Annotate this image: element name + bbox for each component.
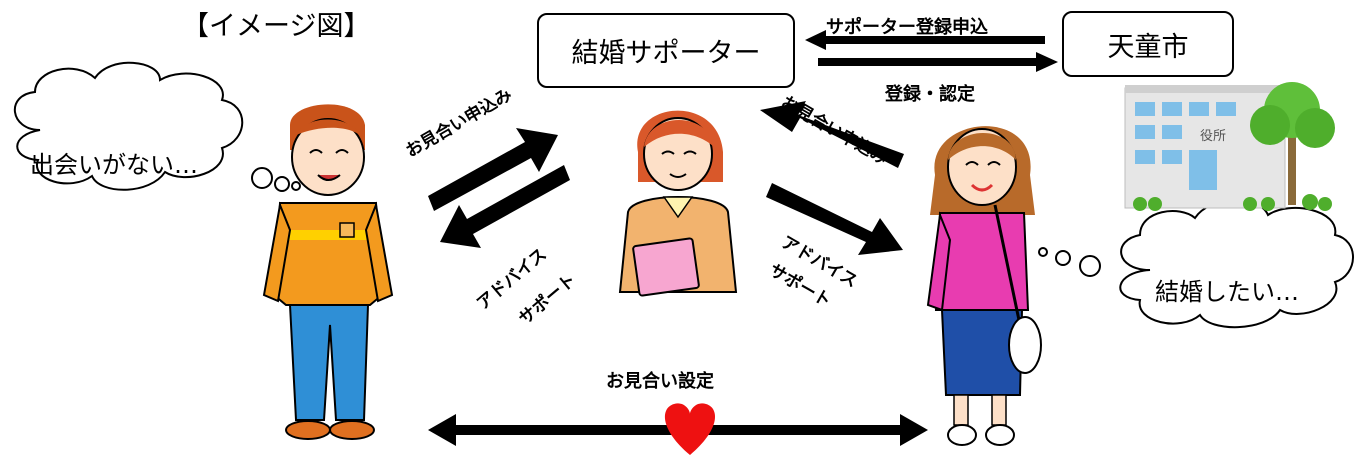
meeting-label: お見合い設定 — [606, 371, 714, 392]
heart-icon — [664, 403, 716, 455]
supporter-illustration — [618, 110, 738, 297]
application-arrow-label: サポーター登録申込 — [826, 17, 988, 38]
city-office-illustration: 役所 — [1124, 82, 1335, 211]
application-arrow — [805, 30, 1045, 50]
city-box-label: 天童市 — [1107, 31, 1189, 63]
woman-illustration — [926, 126, 1042, 446]
right-apply-arrow — [760, 101, 904, 168]
man-illustration — [262, 104, 394, 440]
certification-arrow-label: 登録・認定 — [885, 84, 975, 105]
woman-thought-text: 結婚したい… — [1155, 278, 1299, 306]
supporter-box-label: 結婚サポーター — [571, 38, 761, 69]
supporter-box: 結婚サポーター — [537, 13, 795, 88]
left-apply-arrow — [428, 128, 558, 211]
man-thought-text: 出会いがない… — [30, 151, 198, 179]
left-advice-arrow — [440, 165, 570, 248]
building-sign: 役所 — [1200, 129, 1226, 144]
right-advice-arrow — [766, 183, 903, 255]
diagram-title: 【イメージ図】 — [182, 11, 371, 42]
city-box: 天童市 — [1062, 11, 1234, 77]
certification-arrow — [818, 52, 1058, 72]
